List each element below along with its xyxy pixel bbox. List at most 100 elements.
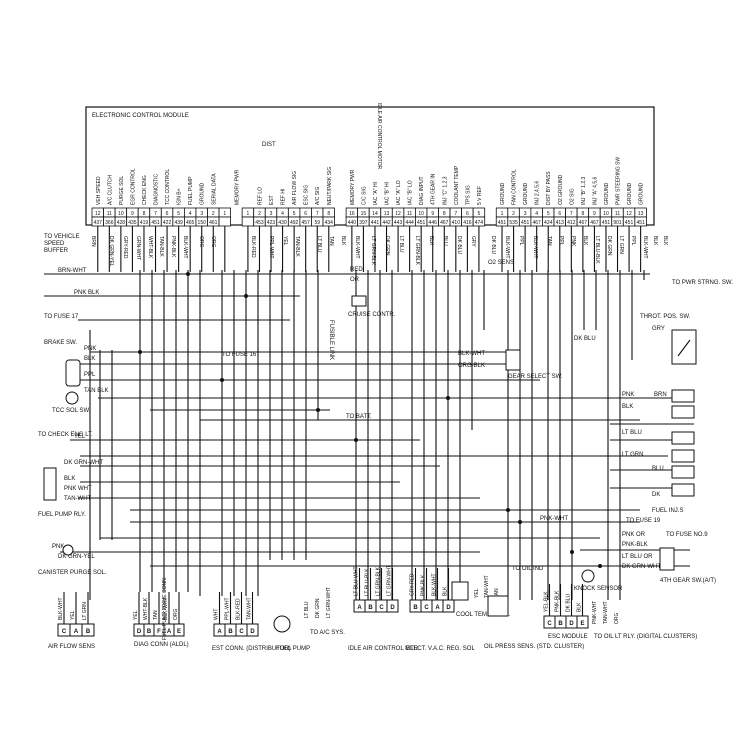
ecm-pin-number: 5 <box>293 211 296 217</box>
diag-connector-pin-letter: D <box>137 629 142 635</box>
ecm-function-label: REF HI <box>281 189 287 205</box>
wire-color-label: TAN-BLK <box>294 236 300 257</box>
label-brake: BRAKE SW. <box>44 340 77 346</box>
wire-color-label: BLU <box>442 236 448 246</box>
throttle-position-sensor-symbol <box>671 329 697 365</box>
wire-color-label: LT GRN-BLK <box>370 236 376 266</box>
ecm-pin-number: 7 <box>454 211 457 217</box>
diag-connector-wire-label: WHT-BLK <box>143 597 149 620</box>
wire-color-label: GRY-RED <box>122 236 128 259</box>
misc-wire-label: YEL <box>474 588 480 598</box>
ecm-function-label: GROUND <box>500 182 506 205</box>
ecm-pin-number: 11 <box>107 211 112 217</box>
ecm-circuit-number: 442 <box>382 220 391 226</box>
oil-wire-label: PNK-WHT <box>592 601 598 624</box>
wire-color-label: DK BLU <box>490 236 496 254</box>
ecm-pin-number: 6 <box>304 211 307 217</box>
knock-sensor-symbol <box>581 569 595 583</box>
ecm-function-label: INJ "B" 1,2,3 <box>581 176 587 205</box>
misc-wire-label: TAN-WHT <box>484 575 490 598</box>
ecm-function-label: 5 V REF <box>477 186 483 205</box>
splice-dots <box>138 272 602 568</box>
label-est: EST CONN. (DISTRIBUTOR) <box>212 646 291 652</box>
label-o2: O2 SENS <box>488 260 514 266</box>
ecm-circuit-number: 410 <box>452 220 461 226</box>
ecm-pin-number: 13 <box>384 211 390 217</box>
label-ac: TO A/C SYS. <box>310 630 345 636</box>
label-pnk-wht: PNK WHT <box>64 486 92 492</box>
ecm-pin-number: 8 <box>581 211 584 217</box>
evac-solenoid-wire-label: BLK <box>443 586 449 596</box>
ecm-circuit-number: 413 <box>556 220 565 226</box>
label-pnk-blk-r: PNK-BLK <box>622 542 648 548</box>
ecm-function-label: CHECK ENG <box>142 175 148 205</box>
ecm-function-label: MEMORY PWR <box>350 169 356 205</box>
ecm-circuit-number: 416 <box>463 220 472 226</box>
iac-motor-pin-letter: B <box>368 605 373 611</box>
ecm-circuit-number: 451 <box>417 220 426 226</box>
label-ppl: PPL <box>84 372 96 378</box>
ecm-pin-number: 10 <box>118 211 124 217</box>
label-dk-grn-wht: DK GRN-WHT <box>64 460 103 466</box>
label-fusible: FUSIBLE LINK <box>328 320 334 360</box>
esc-module-pin-letter: C <box>547 621 552 627</box>
iac-motor-wire-label: LT GRN-BLK <box>376 566 382 596</box>
ecm-pin-number: 7 <box>316 211 319 217</box>
wire-color-label: TAN-BLK <box>158 236 164 257</box>
misc-wire-label: TAN <box>494 588 500 598</box>
ecm-function-label: PWR STEERING SW <box>616 157 622 205</box>
label-vsb-2: SPEED <box>44 241 65 247</box>
ac-wire-label: DK GRN <box>315 598 321 618</box>
ecm-pin-number: 9 <box>431 211 434 217</box>
fuel-pump-relay-symbol <box>43 467 57 501</box>
ecm-pin-number: 12 <box>626 211 632 217</box>
dist-group-label: DIST <box>262 142 276 148</box>
est-connector-pin-letter: B <box>228 629 233 635</box>
iac-motor-pin-letter: D <box>390 605 395 611</box>
ecm-function-label: IAC "A" HI <box>373 182 379 205</box>
ecm-function-label: VEH SPEED <box>96 176 102 205</box>
ecm-circuit-number: 451 <box>498 220 507 226</box>
ecm-function-label: PURGE SOL <box>119 176 125 205</box>
wire-color-label: BLK-WHT <box>354 236 360 259</box>
wire-color-label: LT GRN <box>618 236 624 254</box>
est-connector-wire-label: BLK-RED <box>236 598 242 620</box>
ac-wire-label: LT BLU <box>304 601 310 618</box>
ecm-circuit-number: 59 <box>314 220 320 226</box>
ecm-pin-number: 6 <box>166 211 169 217</box>
evac-solenoid-wire-label: GRY-RED <box>410 573 416 596</box>
est-connector-wire-label: PPL-WHT <box>225 598 231 621</box>
ecm-pin-number: 11 <box>407 211 412 217</box>
wire-color-label: LT GRN-BLK <box>414 236 420 266</box>
diag-connector-pin-letter: B <box>147 629 152 635</box>
ecm-function-label: EST <box>269 195 275 205</box>
oil-pressure-sensor-symbol <box>487 595 509 617</box>
ecm-pin-number: 5 <box>177 211 180 217</box>
ecm-circuit-number: 457 <box>302 220 311 226</box>
cruise-control-connector <box>351 295 367 307</box>
esc-module-wire-label: YEL-BLK <box>544 591 550 612</box>
iac-group-label: IDLE AIR CONTROL MOTOR <box>376 103 382 170</box>
ecm-drop-wires <box>97 226 642 272</box>
label-evac: ELECT. V.A.C. REG. SOL <box>406 646 475 652</box>
ecm-circuit-number: 437 <box>94 220 103 226</box>
ecm-function-label: ESC SIG <box>304 185 310 205</box>
wire-color-label: WHT-BLK <box>147 236 153 259</box>
ecm-function-label: C/C SIG <box>361 186 367 205</box>
ecm-module-box <box>85 106 655 226</box>
ecm-function-label: SERIAL DATA <box>211 173 217 205</box>
esc-module-wire-label: PNK-BLK <box>555 590 561 612</box>
esc-module-pin-letter: D <box>569 621 574 627</box>
wire-color-label: PPL-WHT <box>268 236 274 259</box>
ecm-function-label: GROUND <box>200 182 206 205</box>
diag-connector-pin-letter: E <box>177 629 181 635</box>
label-dk-grn-wht-r: DK GRN-WHT <box>622 564 661 570</box>
ecm-circuit-number: 467 <box>440 220 449 226</box>
label-pnk-or: PNK OR <box>622 532 646 538</box>
brake-switch-symbol <box>65 359 81 387</box>
ecm-circuit-number: 150 <box>198 220 207 226</box>
label-blu-r: BLU <box>652 466 664 472</box>
evac-solenoid-pin-letter: A <box>435 605 440 611</box>
